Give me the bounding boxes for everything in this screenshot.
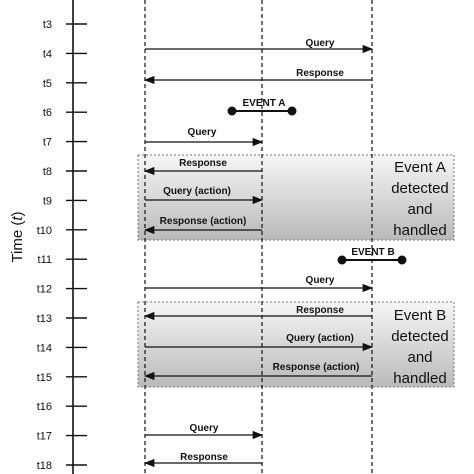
band-text-line: Event A bbox=[394, 159, 446, 176]
axis-tick-label: t17 bbox=[37, 431, 52, 443]
message-arrow: Query (action) bbox=[145, 333, 374, 352]
axis-tick-label: t16 bbox=[37, 401, 52, 413]
axis-tick-label: t7 bbox=[43, 137, 52, 149]
message-arrow: Response bbox=[143, 452, 262, 468]
time-axis: Time (t) t3 t4 t5 t6 t7 t8 t9 t10 t11 t12 t13 t14 t1… bbox=[9, 0, 87, 474]
band-event-a: Event A detected and handled bbox=[137, 154, 455, 241]
message-arrow: Query bbox=[145, 127, 264, 147]
message-label: Response bbox=[296, 68, 344, 79]
axis-tick-label: t5 bbox=[43, 78, 52, 90]
axis-tick-label: t14 bbox=[37, 342, 52, 354]
event-b: EVENT B bbox=[337, 247, 407, 265]
event-a: EVENT A bbox=[227, 98, 297, 116]
messages: Query Response Query Response Query (act… bbox=[143, 38, 374, 468]
event-dot bbox=[287, 106, 297, 116]
message-arrow: Response (action) bbox=[143, 216, 262, 235]
message-arrow: Response bbox=[143, 158, 262, 176]
message-label: Query bbox=[306, 275, 335, 286]
message-label: Query (action) bbox=[163, 186, 231, 197]
message-arrow: Response bbox=[143, 305, 372, 321]
axis-tick-label: t12 bbox=[37, 284, 52, 296]
message-label: Response (action) bbox=[273, 362, 360, 373]
message-label: Response bbox=[180, 452, 228, 463]
message-label: Response bbox=[179, 158, 227, 169]
band-text-line: detected bbox=[391, 180, 449, 197]
axis-title: Time (t) bbox=[9, 211, 26, 262]
axis-tick-label: t8 bbox=[43, 166, 52, 178]
event-dot bbox=[227, 106, 237, 116]
band-text-line: handled bbox=[393, 222, 446, 239]
message-label: Response (action) bbox=[160, 216, 247, 227]
message-arrow: Response bbox=[143, 68, 372, 85]
message-arrow: Query (action) bbox=[145, 186, 264, 205]
axis-tick-label: t15 bbox=[37, 372, 52, 384]
message-arrow: Query bbox=[145, 423, 264, 440]
message-label: Response bbox=[296, 305, 344, 316]
axis-ticks: t3 t4 t5 t6 t7 t8 t9 t10 t11 t12 t13 t14 t15 t16 t17 t1… bbox=[37, 19, 87, 472]
message-label: Query bbox=[188, 127, 217, 138]
axis-tick-label: t10 bbox=[37, 225, 52, 237]
axis-tick-label: t4 bbox=[43, 48, 52, 60]
message-arrow: Response (action) bbox=[143, 362, 372, 381]
message-label: Query bbox=[306, 38, 335, 49]
message-label: Query (action) bbox=[286, 333, 354, 344]
message-arrow: Query bbox=[145, 275, 374, 293]
band-text-line: and bbox=[407, 349, 432, 366]
message-arrow: Query bbox=[145, 38, 374, 54]
event-label: EVENT A bbox=[243, 98, 286, 109]
axis-tick-label: t6 bbox=[43, 107, 52, 119]
event-dot bbox=[337, 255, 347, 265]
axis-tick-label: t9 bbox=[43, 195, 52, 207]
axis-tick-label: t3 bbox=[43, 19, 52, 31]
event-dot bbox=[397, 255, 407, 265]
axis-tick-label: t11 bbox=[38, 254, 52, 266]
band-text-line: Event B bbox=[394, 307, 447, 324]
axis-tick-label: t13 bbox=[37, 313, 52, 325]
axis-tick-label: t18 bbox=[37, 460, 52, 472]
band-text-line: handled bbox=[393, 370, 446, 387]
event-label: EVENT B bbox=[351, 247, 394, 258]
band-text-line: and bbox=[407, 201, 432, 218]
band-text-line: detected bbox=[391, 328, 449, 345]
message-label: Query bbox=[190, 423, 219, 434]
